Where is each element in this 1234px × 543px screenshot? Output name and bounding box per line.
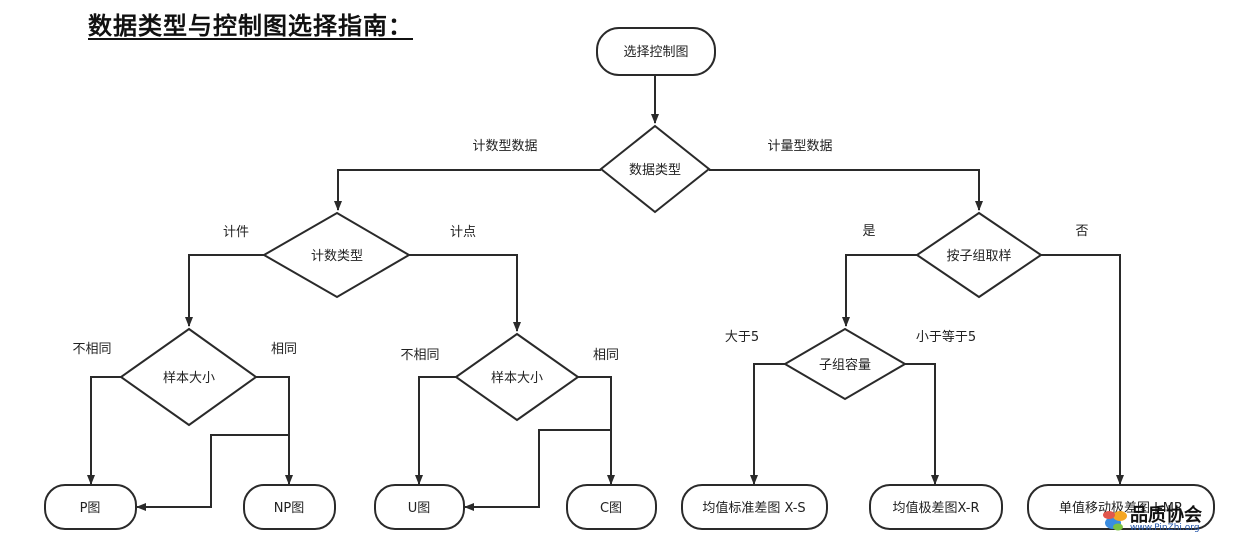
result-p-chart: P图 (44, 484, 137, 530)
watermark-logo: 品质协会 www.PinZhi.org (1100, 499, 1228, 539)
label-left-same: 相同 (271, 342, 297, 357)
decision-by-subgroup: 按子组取样 (915, 211, 1043, 299)
result-imr-chart-label: 单值移动极差图 I-MR (1059, 500, 1183, 516)
result-np-chart-label: NP图 (274, 501, 305, 516)
edges (87, 75, 1124, 511)
result-p-chart-label: P图 (80, 501, 101, 516)
edge-subgroup-to-size (842, 254, 917, 327)
edge-mid-sample-to-c (578, 376, 615, 485)
decision-data-type-label: 数据类型 (629, 163, 681, 178)
decision-count-type-label: 计数类型 (311, 249, 363, 264)
edge-mid-same-return-to-u (464, 429, 611, 511)
decision-data-type: 数据类型 (599, 124, 711, 214)
decision-sample-size-left-label: 样本大小 (163, 371, 215, 386)
label-less-equal-5: 小于等于5 (916, 329, 976, 345)
bird-icon (1103, 511, 1127, 531)
label-attribute-data: 计数型数据 (472, 139, 537, 154)
decision-count-type: 计数类型 (261, 211, 411, 299)
node-start: 选择控制图 (596, 27, 716, 76)
result-c-chart: C图 (566, 484, 657, 530)
edge-size-to-xr (905, 363, 939, 485)
result-u-chart-label: U图 (408, 501, 431, 516)
result-xs-chart: 均值标准差图 X-S (681, 484, 828, 530)
watermark-name: 品质协会 (1130, 505, 1202, 526)
decision-subgroup-size: 子组容量 (783, 327, 907, 401)
edge-datatype-to-counttype (334, 169, 601, 211)
decision-sample-size-mid: 样本大小 (454, 332, 580, 422)
decision-sample-size-left: 样本大小 (119, 327, 258, 427)
result-np-chart: NP图 (243, 484, 336, 530)
result-imr-chart: 单值移动极差图 I-MR (1027, 484, 1215, 530)
label-left-different: 不相同 (72, 342, 111, 357)
edge-size-to-xs (750, 363, 785, 485)
edge-left-sample-to-np (256, 376, 293, 485)
label-no: 否 (1075, 224, 1088, 239)
node-start-label: 选择控制图 (623, 45, 688, 60)
result-xr-chart-label: 均值极差图X-R (893, 500, 980, 516)
decision-by-subgroup-label: 按子组取样 (946, 249, 1011, 264)
edge-datatype-to-subgroup (709, 169, 983, 211)
edge-mid-sample-to-u (415, 376, 456, 485)
label-mid-same: 相同 (593, 348, 619, 363)
edge-labels: 计数型数据 计量型数据 计件 计点 是 否 不相同 相同 不相同 相同 大于5 … (72, 139, 1088, 363)
edge-counttype-to-left-sample (185, 254, 264, 327)
result-c-chart-label: C图 (600, 501, 622, 516)
decision-sample-size-mid-label: 样本大小 (491, 371, 543, 386)
edge-left-sample-to-p (87, 376, 121, 485)
result-xr-chart: 均值极差图X-R (869, 484, 1003, 530)
result-xs-chart-label: 均值标准差图 X-S (702, 500, 805, 516)
label-yes: 是 (862, 224, 875, 239)
edge-subgroup-to-imr (1041, 254, 1124, 485)
page-title: 数据类型与控制图选择指南： (88, 12, 413, 40)
label-greater-than-5: 大于5 (725, 330, 759, 345)
label-defectives: 计件 (223, 225, 249, 240)
label-defects: 计点 (450, 225, 476, 240)
decision-subgroup-size-label: 子组容量 (819, 357, 871, 373)
result-u-chart: U图 (374, 484, 465, 530)
edge-counttype-to-mid-sample (409, 254, 521, 332)
edge-left-same-return-to-p (136, 434, 289, 511)
watermark-url: www.PinZhi.org (1130, 523, 1200, 533)
label-variable-data: 计量型数据 (767, 139, 832, 154)
label-mid-different: 不相同 (400, 348, 439, 363)
